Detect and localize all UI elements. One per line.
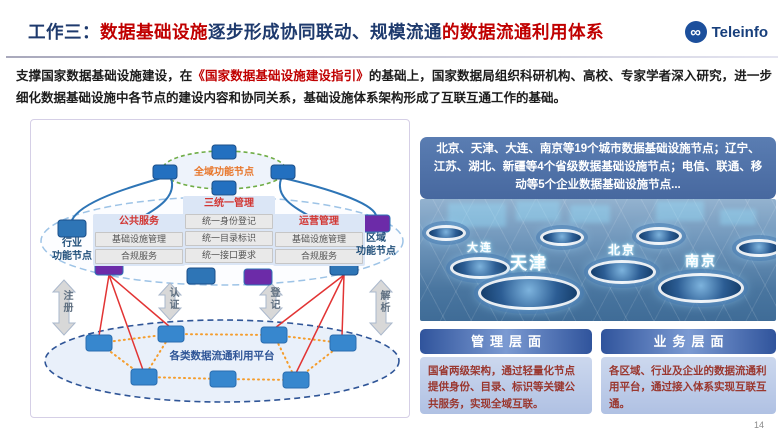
teleinfo-logo: ∞ Teleinfo	[684, 21, 768, 43]
resolve-arrow	[368, 279, 394, 336]
city-label: 北京	[607, 243, 636, 257]
title-segment: 工作三：	[28, 22, 100, 42]
title-segment: 数据基础设施	[100, 22, 208, 42]
column-header: 三统一管理	[204, 198, 254, 209]
city-platform	[636, 227, 682, 245]
global-nodes	[152, 144, 296, 196]
management-layer-body: 国省两级架构，通过轻量化节点提供身份、目录、标识等关键公共服务，实现全域互联。	[420, 357, 592, 414]
table-row: 基础设施管理	[275, 232, 363, 247]
region-node-line1: 区域	[366, 233, 386, 244]
unified-management-column: 三统一管理 统一身份登记 统一目录标识 统一接口要求	[183, 196, 275, 265]
platform-base	[658, 273, 744, 303]
platform-nodes	[85, 325, 357, 389]
column-header: 运营管理	[299, 216, 339, 227]
page-title: 工作三：数据基础设施逐步形成协同联动、规模流通的数据流通利用体系	[28, 19, 604, 44]
intro-text: 支撑国家数据基础设施建设，在	[16, 69, 193, 83]
page-number: 14	[754, 420, 765, 430]
nodes-summary-text: 北京、天津、大连、南京等19个城市数据基础设施节点；辽宁、江苏、湖北、新疆等4个…	[433, 143, 763, 191]
holo-panel	[570, 205, 610, 223]
intro-highlight: 《国家数据基础设施建设指引》	[192, 69, 369, 83]
table-row: 统一目录标识	[185, 231, 273, 246]
platform-ellipse-label: 各类数据流通利用平台	[169, 350, 275, 362]
global-node-label: 全域功能节点	[194, 167, 254, 178]
platform-base	[588, 260, 656, 284]
city-label: 天津	[510, 254, 548, 273]
holo-panel	[720, 209, 756, 225]
link-curve	[282, 177, 377, 216]
management-layer-header: 管理层面	[420, 329, 592, 354]
teleinfo-logo-text: Teleinfo	[711, 23, 768, 41]
industry-node-line2: 功能节点	[52, 250, 92, 262]
industry-node-label: 行业 功能节点	[45, 238, 99, 263]
platform-base	[736, 239, 776, 257]
teleinfo-logo-icon: ∞	[684, 21, 707, 43]
city-platform-beijing: 北京	[588, 241, 656, 284]
network-nodes-image: 大连 天津 北京 南京	[420, 199, 776, 321]
table-row: 基础设施管理	[95, 232, 183, 247]
business-layer-body: 各区域、行业及企业的数据流通利用平台，通过接入体系实现互联互通。	[601, 357, 776, 414]
platform-base	[636, 227, 682, 245]
nodes-summary-box: 北京、天津、大连、南京等19个城市数据基础设施节点；辽宁、江苏、湖北、新疆等4个…	[420, 137, 776, 199]
table-row: 统一身份登记	[185, 214, 273, 229]
resolve-arrow-label: 解析	[378, 290, 389, 314]
holo-panel	[516, 201, 560, 221]
public-services-column: 公共服务 基础设施管理 合规服务	[93, 214, 185, 266]
city-label: 南京	[685, 253, 717, 269]
register-arrow	[51, 279, 77, 336]
register-arrow-label: 注册	[61, 290, 72, 314]
city-platform-tianjin: 天津	[478, 249, 580, 310]
city-platform	[426, 225, 466, 241]
red-links	[98, 274, 345, 374]
authenticate-arrow-label: 认证	[167, 287, 178, 311]
region-node-label: 区域 功能节点	[349, 233, 403, 258]
record-arrow	[258, 282, 284, 321]
platform-base	[540, 229, 584, 246]
business-layer-header: 业务层面	[601, 329, 776, 354]
region-node-line2: 功能节点	[356, 245, 396, 257]
column-header: 公共服务	[119, 216, 159, 227]
city-platform-dalian: 大连	[450, 239, 510, 279]
platform-base	[478, 276, 580, 310]
intro-paragraph: 支撑国家数据基础设施建设，在《国家数据基础设施建设指引》的基础上，国家数据局组织…	[16, 66, 772, 109]
intro-text: 的基础上，国家数据局组织科研机构、高校、专家学者深入研究，进一步细化数据基础设施…	[16, 69, 772, 105]
title-segment: 逐步形成协同联动、规模流通	[208, 22, 442, 42]
platform-base	[450, 257, 510, 279]
holo-panel	[448, 203, 506, 227]
city-platform	[736, 239, 776, 257]
table-row: 合规服务	[275, 249, 363, 264]
title-segment: 的数据流通利用体系	[442, 22, 604, 42]
authenticate-arrow	[157, 282, 183, 321]
platform-base	[426, 225, 466, 241]
operations-column: 运营管理 基础设施管理 合规服务	[273, 214, 365, 266]
title-divider	[6, 56, 778, 58]
city-platform	[540, 229, 584, 246]
architecture-diagram-card: 全域功能节点 行业 功能节点 区域 功能节点 公共服务 基础设施管理 合规服务 …	[30, 119, 410, 418]
table-row: 统一接口要求	[185, 248, 273, 263]
city-label: 大连	[467, 242, 493, 254]
holo-panel	[656, 201, 704, 221]
table-row: 合规服务	[95, 249, 183, 264]
link-curve	[71, 176, 166, 221]
record-arrow-label: 登记	[268, 287, 279, 311]
city-platform-nanjing: 南京	[658, 251, 744, 303]
industry-node-line1: 行业	[62, 238, 82, 249]
